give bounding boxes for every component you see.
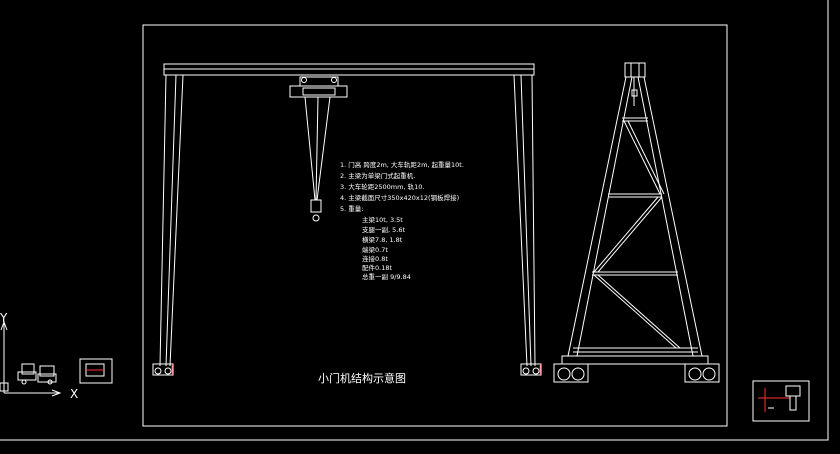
note-line-4: 4. 主梁截面尺寸350x420x12(钢板焊接)	[340, 193, 459, 202]
left-end-truck	[152, 363, 174, 376]
note-line-5: 5. 重量:	[340, 205, 363, 213]
right-leg-outer	[531, 74, 536, 367]
front-view-gantry	[152, 63, 542, 376]
ucs-axis-icon	[0, 320, 62, 397]
trolley	[289, 76, 348, 98]
note-weight-5: 连接0.8t	[362, 254, 388, 263]
note-line-2: 2. 主梁为单梁门式起重机.	[340, 171, 415, 180]
y-axis-label: Y	[0, 311, 8, 325]
detail-thumbnail-left	[79, 358, 113, 384]
note-weight-7: 总重一副 9/9.84	[362, 272, 411, 281]
model-space-frame	[0, 0, 829, 441]
note-weight-6: 配件0.18t	[362, 263, 392, 272]
sheet-border	[142, 24, 728, 427]
left-leg-outer	[159, 74, 167, 367]
note-weight-3: 横梁7.8, 1.8t	[362, 235, 403, 244]
note-line-3: 3. 大车轮距2500mm, 轨10.	[340, 182, 424, 191]
thumbnail-sheet-right	[752, 380, 810, 422]
x-axis-label: X	[70, 387, 78, 401]
right-end-truck	[520, 363, 542, 376]
note-weight-1: 主梁10t, 3.5t	[362, 215, 403, 224]
hoist-rope-left	[304, 96, 316, 201]
note-weight-4: 端梁0.7t	[362, 245, 388, 254]
note-weight-2: 支腿一副, 5.6t	[362, 225, 405, 234]
note-line-1: 1. 门高 跨度2m, 大车轨距2m, 起重量10t.	[340, 160, 464, 169]
hoist-rope-right	[316, 96, 331, 201]
hook-block	[310, 199, 322, 222]
left-leg-inner	[169, 74, 184, 367]
right-leg-inner	[513, 74, 528, 367]
spec-notes: 1. 门高 跨度2m, 大车轨距2m, 起重量10t. 2. 主梁为单梁门式起重…	[340, 160, 464, 281]
detail-parts-left	[17, 363, 57, 385]
side-view-leg	[553, 62, 720, 383]
drawing-title: 小门机结构示意图	[318, 371, 406, 385]
